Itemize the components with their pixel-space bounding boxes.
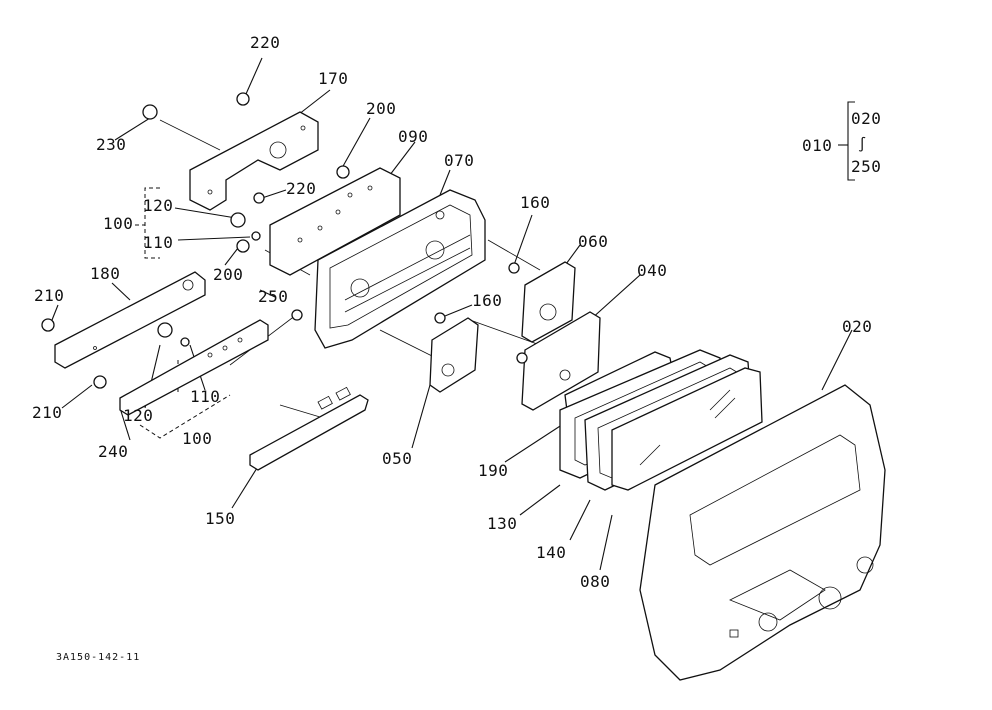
label-210-bottom: 210	[32, 403, 63, 422]
label-220-mid: 220	[286, 179, 317, 198]
label-130: 130	[487, 514, 518, 533]
label-120-top: 120	[143, 196, 174, 215]
small-hardware	[41, 92, 528, 389]
part-060-gauge	[521, 261, 576, 343]
part-070-case	[314, 189, 486, 349]
label-230: 230	[96, 135, 127, 154]
label-240: 240	[98, 442, 129, 461]
part-040-board	[521, 311, 601, 411]
part-020-panel	[639, 384, 886, 681]
label-170: 170	[318, 69, 349, 88]
assembly-label-010: 010	[802, 136, 833, 155]
label-100-bottom: 100	[182, 429, 213, 448]
part-150-strip	[249, 386, 369, 471]
label-160-mid: 160	[472, 291, 503, 310]
label-190: 190	[478, 461, 509, 480]
label-180: 180	[90, 264, 121, 283]
label-120-bottom: 120	[123, 406, 154, 425]
label-150: 150	[205, 509, 236, 528]
label-200-mid: 200	[213, 265, 244, 284]
label-140: 140	[536, 543, 567, 562]
label-250: 250	[258, 287, 289, 306]
label-110-bottom: 110	[190, 387, 221, 406]
label-040: 040	[637, 261, 668, 280]
label-050: 050	[382, 449, 413, 468]
label-080: 080	[580, 572, 611, 591]
part-080-glass	[611, 367, 763, 491]
assembly-bracket	[838, 101, 855, 181]
label-090: 090	[398, 127, 429, 146]
label-070: 070	[444, 151, 475, 170]
part-180-plate	[54, 271, 206, 369]
assembly-range-sep: ∫	[858, 137, 867, 153]
figure-code: 3A150-142-11	[56, 652, 141, 663]
label-060: 060	[578, 232, 609, 251]
part-170-plate	[189, 111, 319, 211]
label-100-top: 100	[103, 214, 134, 233]
part-050-gauge	[429, 317, 479, 393]
label-210-top: 210	[34, 286, 65, 305]
label-020: 020	[842, 317, 873, 336]
label-220-top: 220	[250, 33, 281, 52]
label-200-top: 200	[366, 99, 397, 118]
part-240-board	[119, 319, 269, 416]
part-090-board	[269, 167, 401, 276]
label-110-top: 110	[143, 233, 174, 252]
label-160-top: 160	[520, 193, 551, 212]
assembly-range-from: 020	[851, 109, 882, 128]
assembly-range-to: 250	[851, 157, 882, 176]
